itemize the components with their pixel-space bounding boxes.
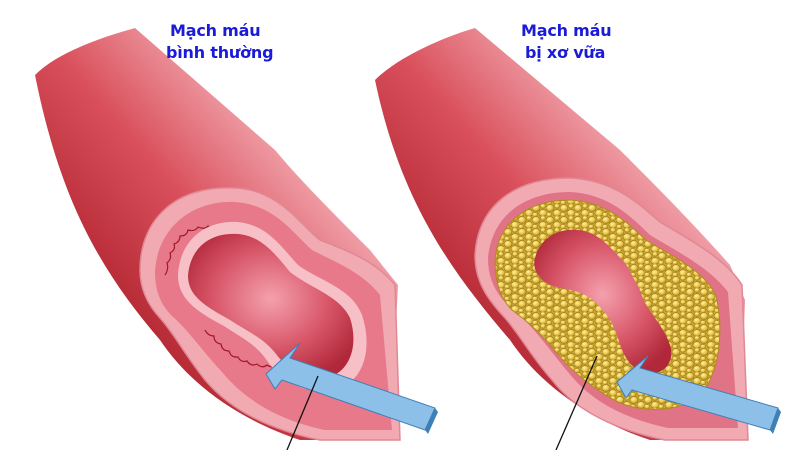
label-normal-line2: bình thường xyxy=(166,43,274,62)
narrowed-lumen xyxy=(534,229,672,374)
label-normal-line1: Mạch máu xyxy=(170,21,261,40)
normal-vessel xyxy=(35,28,438,451)
vessel-lumen xyxy=(188,233,354,379)
pointer-line-normal xyxy=(286,375,319,451)
atherosclerotic-vessel xyxy=(375,28,781,451)
label-atherosclerotic-vessel: Mạch máu bị xơ vữa xyxy=(521,20,612,64)
pointer-line-plaque xyxy=(555,355,598,451)
lumen-arrow xyxy=(616,355,781,434)
label-plaque-line2: bị xơ vữa xyxy=(525,43,606,62)
lumen-arrow xyxy=(265,342,438,434)
label-normal-vessel: Mạch máu bình thường xyxy=(166,20,274,64)
label-plaque-line1: Mạch máu xyxy=(521,21,612,40)
